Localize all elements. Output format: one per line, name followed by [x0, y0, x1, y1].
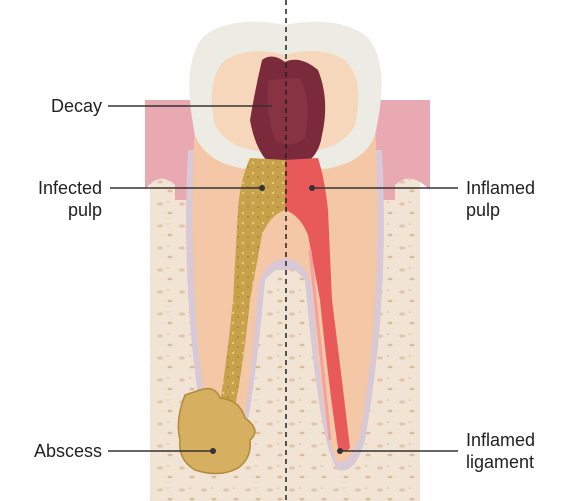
dot-abscess [210, 448, 216, 454]
label-abscess: Abscess [34, 440, 102, 462]
label-inflamed-pulp-line2: pulp [466, 199, 535, 221]
label-inflamed-pulp: Inflamed pulp [466, 177, 535, 221]
label-inflamed-pulp-line1: Inflamed [466, 177, 535, 199]
label-inflamed-ligament: Inflamed ligament [466, 429, 535, 473]
label-infected-pulp-line2: pulp [38, 199, 102, 221]
label-infected-pulp: Infected pulp [38, 177, 102, 221]
dot-inflamed-pulp [309, 185, 315, 191]
label-inflamed-ligament-line2: ligament [466, 451, 535, 473]
label-inflamed-ligament-line1: Inflamed [466, 429, 535, 451]
label-infected-pulp-line1: Infected [38, 177, 102, 199]
dot-infected-pulp [259, 185, 265, 191]
dot-inflamed-ligament [337, 448, 343, 454]
label-decay: Decay [51, 95, 102, 117]
